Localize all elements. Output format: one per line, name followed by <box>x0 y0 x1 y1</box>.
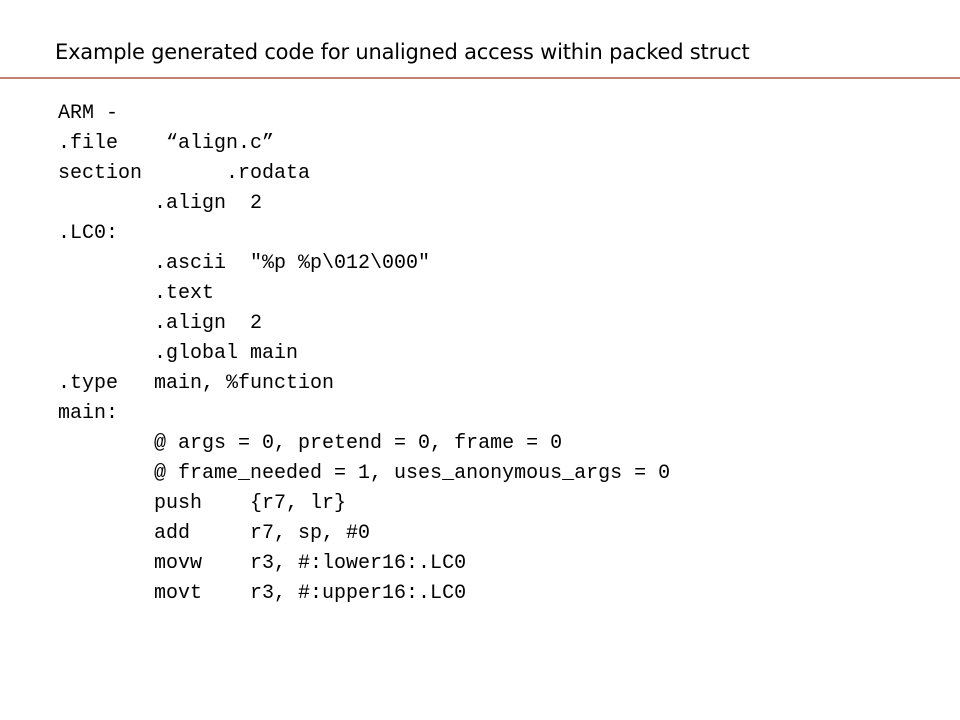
code-line: .LC0: <box>58 222 119 245</box>
slide-title: Example generated code for unaligned acc… <box>55 40 750 64</box>
code-line: section .rodata <box>58 162 311 185</box>
code-line: movw r3, #:lower16:.LC0 <box>58 552 467 575</box>
code-line: add r7, sp, #0 <box>58 522 371 545</box>
code-line: movt r3, #:upper16:.LC0 <box>58 582 467 605</box>
code-line: .file “align.c” <box>58 132 275 155</box>
code-line: main: <box>58 402 119 425</box>
title-divider <box>0 77 960 79</box>
assembly-code-block: ARM - .file “align.c” section .rodata .a… <box>58 99 670 609</box>
code-line: .align 2 <box>58 312 263 335</box>
code-line: .ascii "%p %p\012\000" <box>58 252 431 275</box>
code-line: push {r7, lr} <box>58 492 347 515</box>
code-line: ARM - <box>58 102 119 125</box>
code-line: .align 2 <box>58 192 263 215</box>
code-line: .text <box>58 282 215 305</box>
code-line: @ args = 0, pretend = 0, frame = 0 <box>58 432 563 455</box>
code-line: .global main <box>58 342 299 365</box>
code-line: .type main, %function <box>58 372 335 395</box>
code-line: @ frame_needed = 1, uses_anonymous_args … <box>58 462 671 485</box>
